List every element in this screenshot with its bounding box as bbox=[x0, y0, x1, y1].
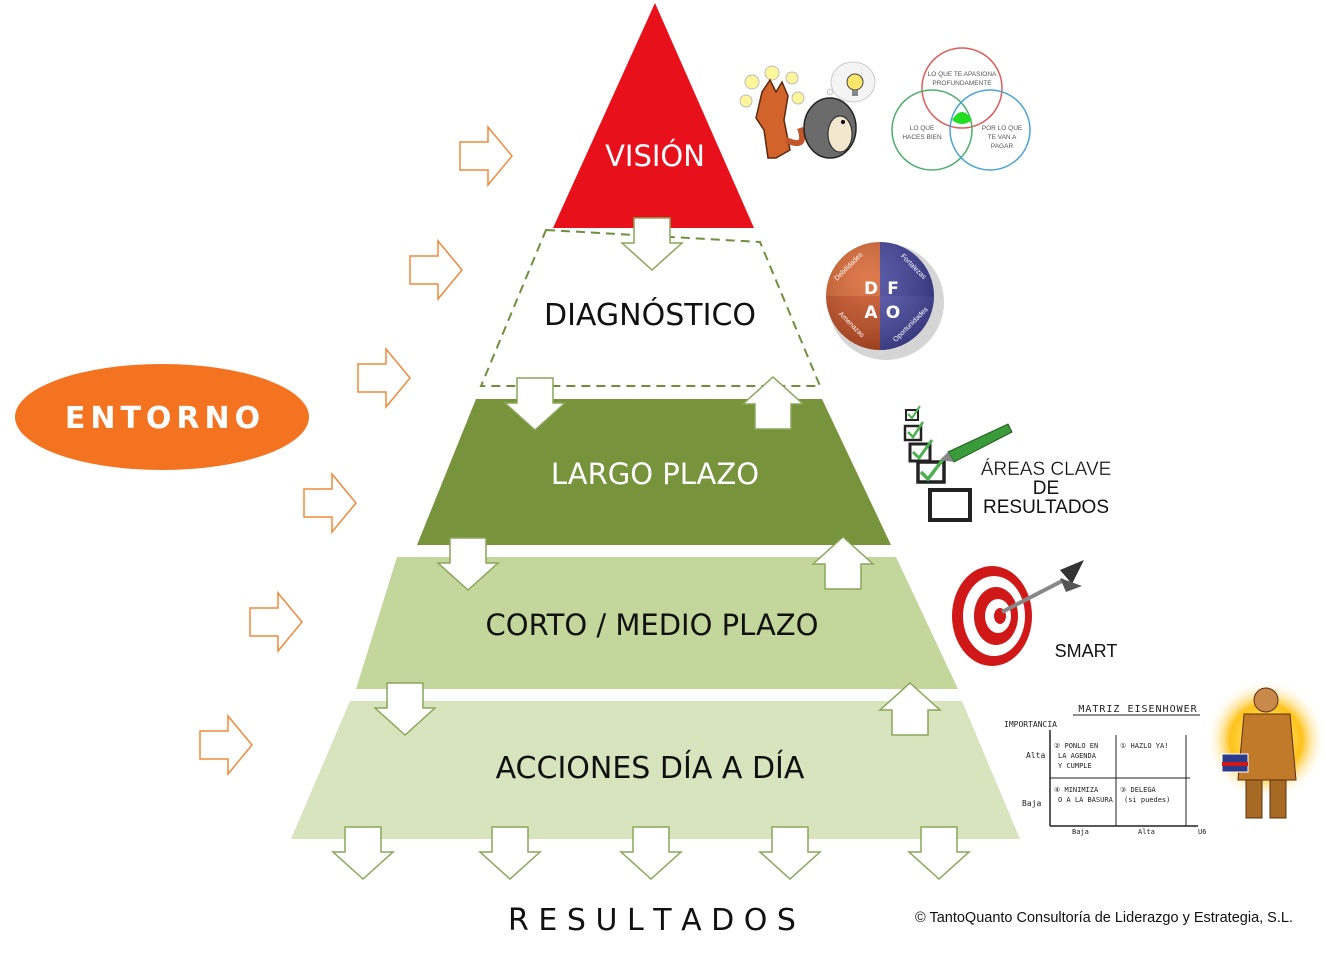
venn-top: LO QUE TE APASIONA bbox=[928, 71, 997, 78]
eisenhower-matrix: MATRIZ EISENHOWER IMPORTANCIA Alta Baja … bbox=[1004, 704, 1206, 836]
label-vision: VISIÓN bbox=[605, 139, 705, 173]
entorno-arrow-6 bbox=[199, 715, 253, 775]
eisenhower-q1-l1: ② PONLO EN bbox=[1054, 742, 1098, 750]
eisenhower-q1-l2: LA AGENDA bbox=[1058, 752, 1097, 760]
eisenhower-q4-l1: ③ DELEGA bbox=[1120, 786, 1157, 794]
eisenhower-x-end: U6 bbox=[1198, 828, 1206, 836]
eisenhower-axis-y: IMPORTANCIA bbox=[1004, 720, 1057, 729]
areas-clave-line1: ÁREAS CLAVE bbox=[981, 459, 1112, 480]
level-acciones bbox=[291, 701, 1020, 839]
target-dart-icon bbox=[952, 560, 1084, 666]
label-diagnostico: DIAGNÓSTICO bbox=[544, 296, 756, 333]
eisenhower-q4-l2: (si puedes) bbox=[1124, 796, 1170, 804]
entorno-arrow-4 bbox=[303, 473, 357, 533]
venn-top-2: PROFUNDAMENTE bbox=[932, 80, 992, 87]
areas-clave-line2: DE bbox=[1033, 478, 1059, 499]
entorno-label: ENTORNO bbox=[65, 401, 265, 436]
eisenhower-q2: ① HAZLO YA! bbox=[1120, 742, 1168, 750]
level-vision bbox=[553, 3, 754, 228]
checklist-pen-icon bbox=[903, 405, 1013, 522]
entorno-arrow-1 bbox=[459, 126, 513, 186]
eisenhower-title: MATRIZ EISENHOWER bbox=[1078, 704, 1197, 715]
explorer-figure-icon bbox=[1206, 680, 1326, 819]
level-diagnostico bbox=[479, 228, 822, 387]
eisenhower-x-alta: Alta bbox=[1138, 828, 1155, 836]
dafo-letter-d: D bbox=[864, 279, 878, 299]
eisenhower-alta: Alta bbox=[1026, 751, 1045, 760]
venn-right-2: TE VAN A bbox=[988, 134, 1017, 141]
areas-clave-line3: RESULTADOS bbox=[983, 497, 1109, 518]
entorno-arrow-3 bbox=[357, 348, 411, 408]
label-acciones: ACCIONES DÍA A DÍA bbox=[496, 750, 805, 786]
fox-hedgehog-illustration bbox=[739, 61, 876, 159]
copyright-text: © TantoQuanto Consultoría de Liderazgo y… bbox=[915, 910, 1293, 926]
eisenhower-q3-l2: O A LA BASURA bbox=[1058, 796, 1114, 804]
eisenhower-q3-l1: ④ MINIMIZA bbox=[1054, 786, 1099, 794]
dafo-letter-o: O bbox=[886, 303, 900, 323]
venn-diagram-icon: LO QUE TE APASIONA PROFUNDAMENTE LO QUE … bbox=[891, 47, 1031, 171]
eisenhower-baja: Baja bbox=[1022, 799, 1041, 808]
smart-label: SMART bbox=[1055, 641, 1118, 661]
venn-left: LO QUE bbox=[910, 125, 935, 132]
venn-left-2: HACES BIEN bbox=[902, 134, 942, 141]
dafo-letter-a: A bbox=[864, 303, 878, 323]
dafo-letter-f: F bbox=[887, 279, 899, 299]
entorno-arrow-2 bbox=[409, 240, 463, 300]
venn-right-3: PAGAR bbox=[991, 143, 1014, 150]
eisenhower-q1-l3: Y CUMPLE bbox=[1058, 762, 1092, 770]
venn-right: POR LO QUE bbox=[982, 125, 1023, 132]
level-largo bbox=[417, 399, 891, 545]
entorno-oval bbox=[15, 364, 309, 470]
entorno-arrow-5 bbox=[249, 592, 303, 652]
dafo-circle-icon: D F A O Debilidades Fortalezas Amenazas … bbox=[826, 242, 944, 360]
level-corto bbox=[356, 557, 958, 689]
label-largo: LARGO PLAZO bbox=[551, 457, 759, 491]
resultados-label: R E S U L T A D O S bbox=[508, 903, 796, 938]
label-corto: CORTO / MEDIO PLAZO bbox=[486, 608, 819, 642]
eisenhower-x-baja: Baja bbox=[1072, 828, 1089, 836]
